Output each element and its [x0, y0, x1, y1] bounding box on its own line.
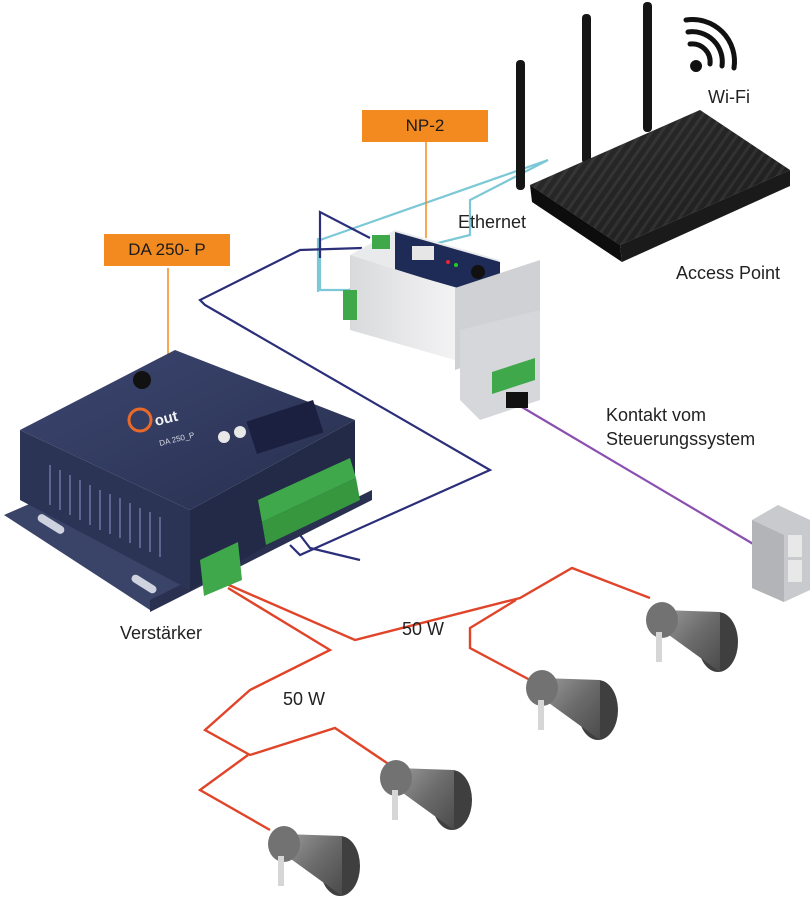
amplifier-icon: out DA 250_P — [4, 350, 372, 612]
horn-speaker-top — [646, 602, 738, 672]
router-icon — [516, 2, 790, 262]
network-cable-navy — [198, 210, 493, 562]
power-label-upper: 50 W — [402, 619, 445, 639]
np2-tag: NP-2 — [362, 110, 488, 142]
power-label-lower: 50 W — [283, 689, 326, 709]
contact-cable-purple — [509, 399, 761, 549]
network-module-icon — [343, 230, 540, 420]
horn-speaker-icon — [268, 602, 738, 896]
access-point-label: Access Point — [676, 263, 781, 283]
speaker-cables-red — [197, 566, 651, 832]
da250p-tag: DA 250- P — [104, 234, 230, 266]
contact-label-line1: Kontakt vom — [606, 405, 707, 425]
contact-label-line2: Steuerungssystem — [606, 429, 756, 449]
horn-speaker-middle-lower — [380, 760, 472, 830]
ethernet-label: Ethernet — [458, 212, 527, 232]
wifi-label: Wi-Fi — [708, 87, 750, 107]
horn-speaker-bottom — [268, 826, 360, 896]
amplifier-label: Verstärker — [120, 623, 203, 643]
horn-speaker-middle-upper — [526, 670, 618, 740]
wifi-icon — [683, 17, 737, 72]
amplifier-brand-text: out — [153, 408, 180, 430]
contact-module-icon — [752, 505, 810, 602]
